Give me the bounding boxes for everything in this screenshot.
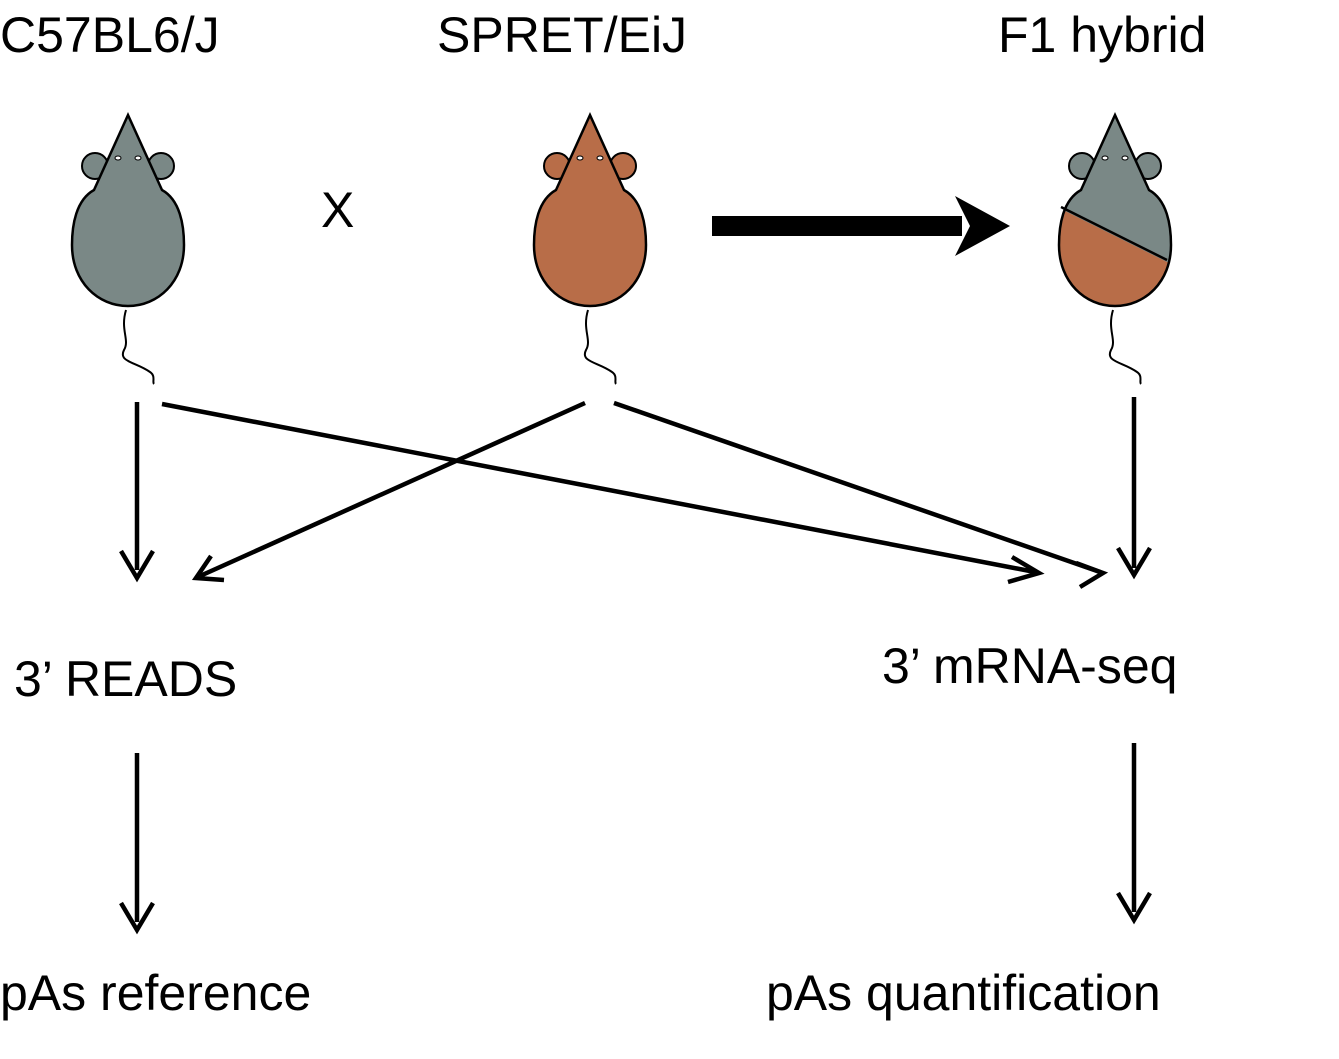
arrow-mrnaseq-to-quantification (1116, 743, 1152, 925)
f1-hybrid-mouse-icon (1057, 111, 1173, 385)
arrow-c57-to-reads (119, 402, 155, 583)
thick-cross-arrow (712, 196, 1010, 256)
arrow-f1-to-mrnaseq (1116, 397, 1152, 580)
arrow-spret-to-reads (191, 400, 586, 583)
pas-quantification-label: pAs quantification (766, 965, 1161, 1021)
pas-reference-label: pAs reference (0, 965, 311, 1021)
flow-arrows (119, 397, 1152, 935)
cross-symbol: X (321, 182, 354, 238)
f1-hybrid-label: F1 hybrid (998, 7, 1206, 63)
spret-eij-label: SPRET/EiJ (437, 7, 687, 63)
arrow-spret-to-mrnaseq (613, 400, 1109, 589)
arrow-c57-to-mrnaseq (161, 401, 1045, 585)
three-prime-reads-label: 3’ READS (14, 651, 237, 707)
spret-eij-mouse-icon (532, 111, 648, 385)
three-prime-mrnaseq-label: 3’ mRNA-seq (882, 638, 1177, 694)
arrow-reads-to-reference (119, 753, 155, 935)
c57bl6j-mouse-icon (70, 111, 186, 385)
c57bl6j-label: C57BL6/J (0, 7, 220, 63)
